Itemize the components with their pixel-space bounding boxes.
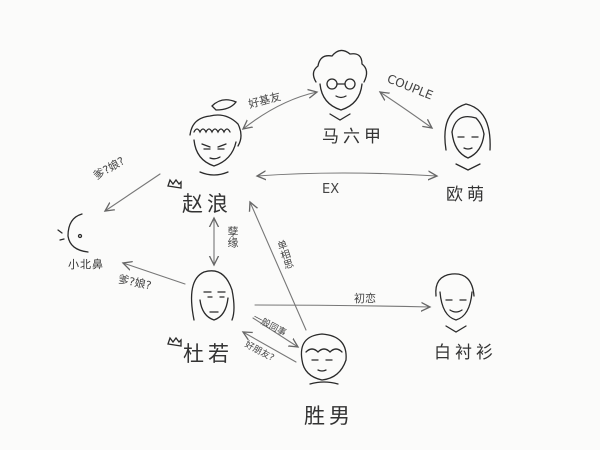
oumeng-portrait (444, 103, 491, 171)
name-maliujia: 马六甲 (322, 127, 385, 147)
arrow-best-friends (243, 92, 317, 129)
arrow-first-love (254, 305, 430, 307)
arrow-unrequited (250, 202, 307, 331)
arrow-ex (257, 173, 437, 176)
zhaolang-portrait (189, 99, 242, 176)
crown-icon (167, 336, 182, 347)
name-baichenshan: 白衬衫 (434, 343, 497, 363)
name-duruo: 杜若 (183, 342, 233, 366)
label-first-love: 初恋 (354, 292, 376, 305)
duruo-portrait (190, 270, 235, 321)
maliujia-portrait (312, 49, 368, 121)
name-xiaobeibi: 小北鼻 (68, 258, 104, 271)
label-fate: 孽缘 (226, 226, 239, 248)
crown-icon (167, 178, 182, 189)
arrow-parent-duruo (123, 263, 186, 285)
shengnan-portrait (300, 333, 347, 385)
arrow-parent-zhaolang (105, 173, 161, 211)
arrow-colleague (252, 317, 298, 347)
name-shengnan: 胜男 (304, 404, 354, 428)
arrow-good-friend (243, 332, 297, 363)
baichenshan-portrait (435, 273, 475, 333)
name-oumeng: 欧萌 (446, 185, 488, 205)
label-ex: EX (322, 182, 340, 197)
xiaobeibi-portrait (57, 213, 89, 253)
name-zhaolang: 赵浪 (182, 192, 232, 216)
arrow-couple (380, 92, 432, 128)
